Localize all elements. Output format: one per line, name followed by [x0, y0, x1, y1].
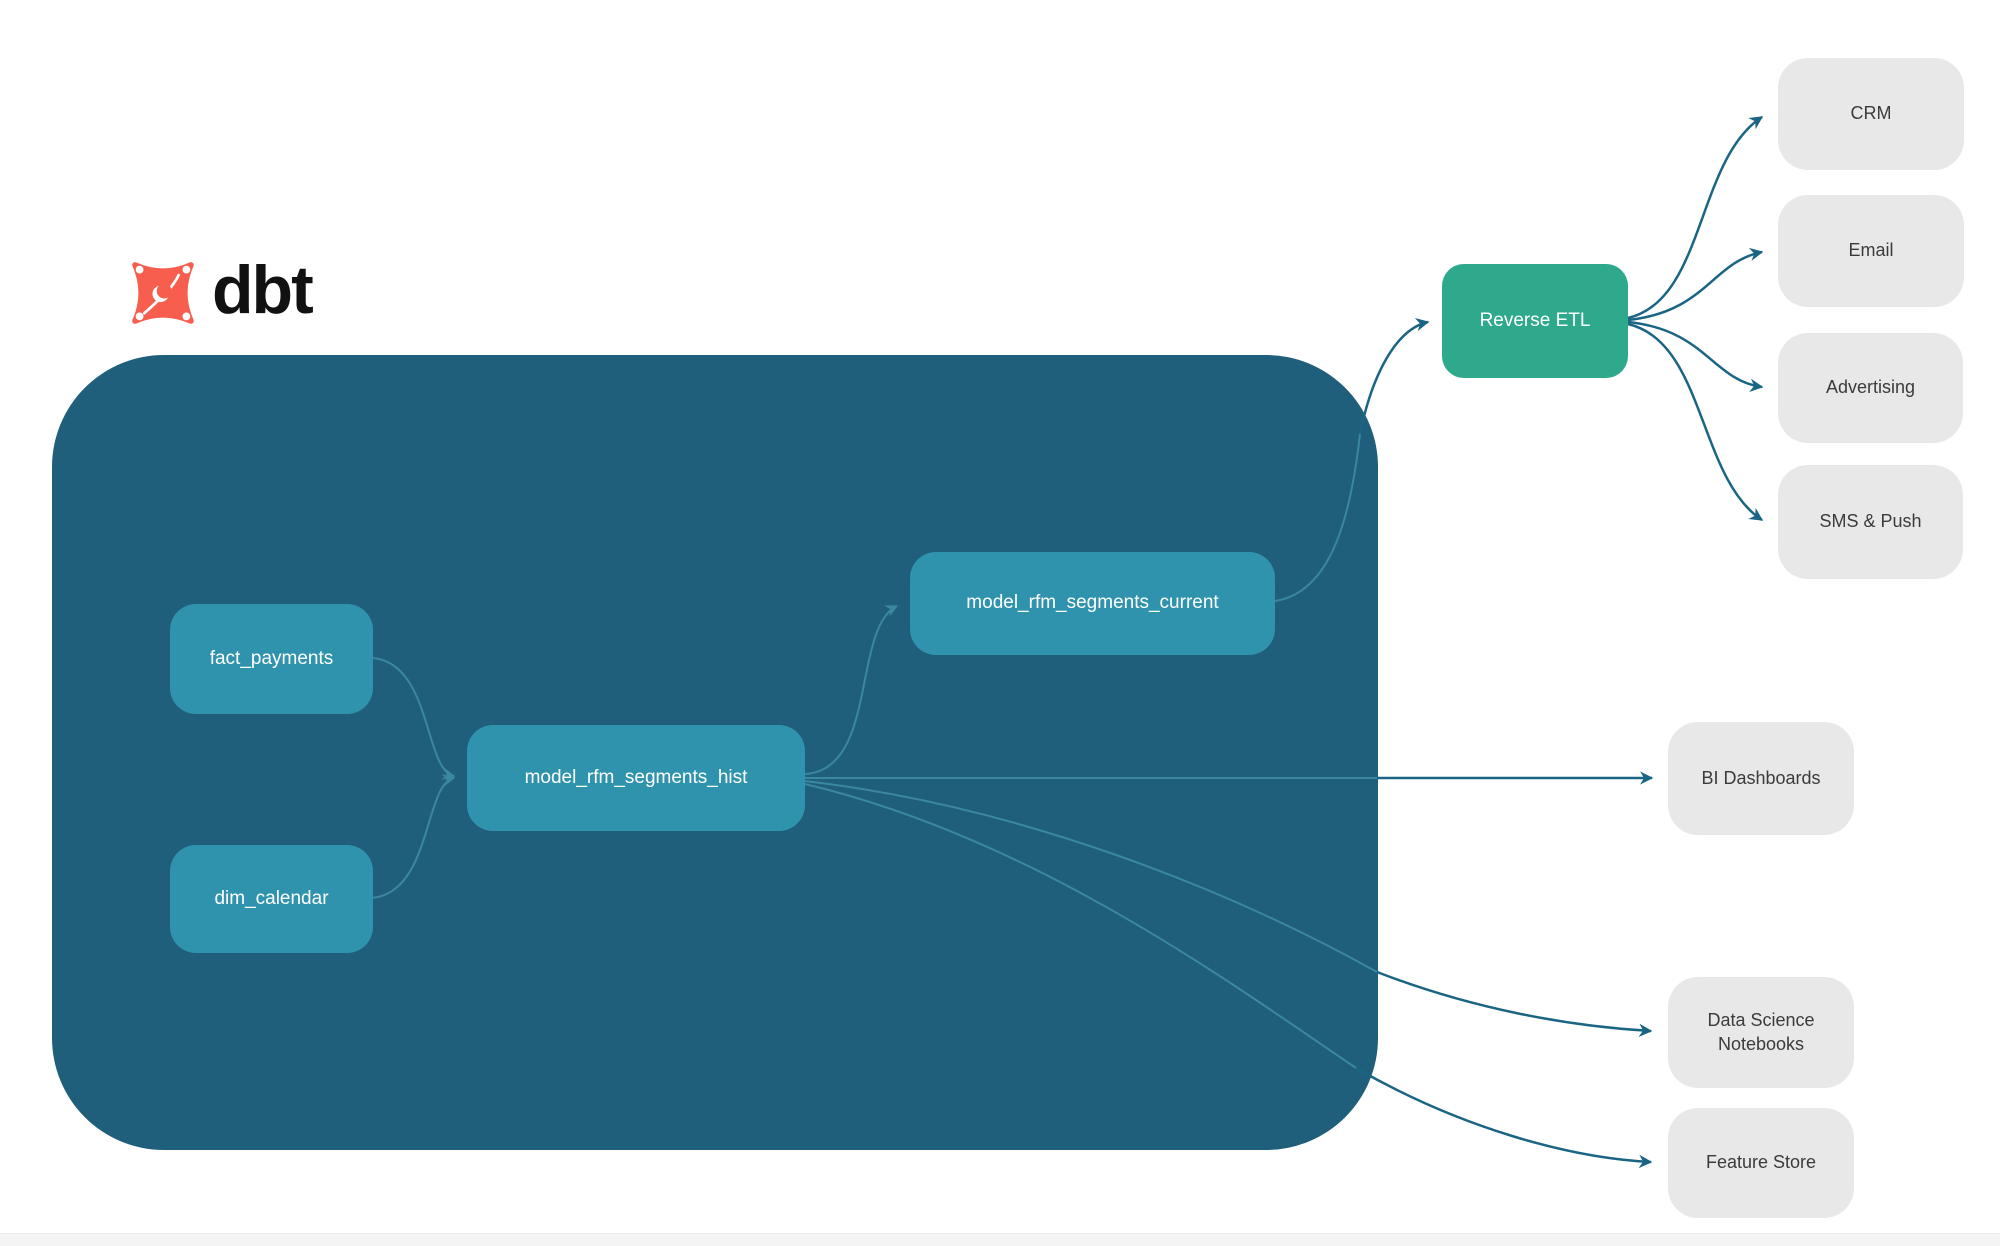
edge-rfm-hist-to-feature-store-outer — [1355, 1066, 1653, 1169]
node-label: Feature Store — [1705, 1152, 1817, 1173]
edge-reverse-etl-to-crm — [1627, 115, 1764, 320]
node-feature-store: Feature Store — [1668, 1108, 1854, 1218]
dbt-logo-icon — [132, 262, 194, 324]
node-data-science-notebooks: Data Science Notebooks — [1668, 977, 1854, 1088]
bottom-edge-band — [0, 1233, 2000, 1246]
node-model-rfm-segments-current: model_rfm_segments_current — [910, 552, 1275, 655]
edge-rfm-current-to-reverse-etl-outer — [1358, 318, 1430, 435]
node-crm: CRM — [1778, 58, 1964, 170]
node-label: Data Science Notebooks — [1707, 1010, 1815, 1054]
edge-rfm-current-to-reverse-etl-inner — [1274, 433, 1361, 602]
node-email: Email — [1778, 195, 1964, 307]
node-fact-payments: fact_payments — [170, 604, 373, 714]
edge-rfm-hist-to-feature-store-inner — [804, 783, 1357, 1069]
dbt-wordmark: dbt — [212, 252, 314, 328]
node-reverse-etl: Reverse ETL — [1442, 264, 1628, 378]
edge-rfm-hist-to-ds-notebooks-inner — [804, 780, 1378, 973]
node-label: model_rfm_segments_hist — [524, 766, 748, 788]
node-advertising: Advertising — [1778, 333, 1963, 443]
edge-dim-calendar-to-rfm-hist — [371, 774, 456, 899]
node-label: SMS & Push — [1819, 511, 1922, 532]
edge-rfm-hist-to-rfm-current — [804, 605, 899, 775]
node-label: Advertising — [1825, 377, 1916, 398]
node-label: Reverse ETL — [1479, 309, 1591, 331]
node-sms-push: SMS & Push — [1778, 465, 1963, 579]
node-dim-calendar: dim_calendar — [170, 845, 373, 953]
edge-fact-payments-to-rfm-hist — [372, 657, 456, 780]
node-bi-dashboards: BI Dashboards — [1668, 722, 1854, 835]
node-label: dim_calendar — [214, 887, 329, 909]
edge-reverse-etl-to-advertising — [1627, 320, 1764, 392]
node-label: Email — [1848, 240, 1894, 261]
node-model-rfm-segments-hist: model_rfm_segments_hist — [467, 725, 805, 831]
node-label: BI Dashboards — [1701, 767, 1821, 788]
edge-rfm-hist-to-ds-notebooks-outer — [1376, 970, 1653, 1037]
edge-reverse-etl-to-sms-push — [1627, 322, 1764, 522]
node-label: fact_payments — [209, 647, 334, 669]
dbt-logo: dbt — [124, 252, 314, 332]
edge-reverse-etl-to-email — [1627, 247, 1764, 322]
node-label: model_rfm_segments_current — [966, 592, 1219, 614]
node-label: CRM — [1850, 103, 1892, 124]
